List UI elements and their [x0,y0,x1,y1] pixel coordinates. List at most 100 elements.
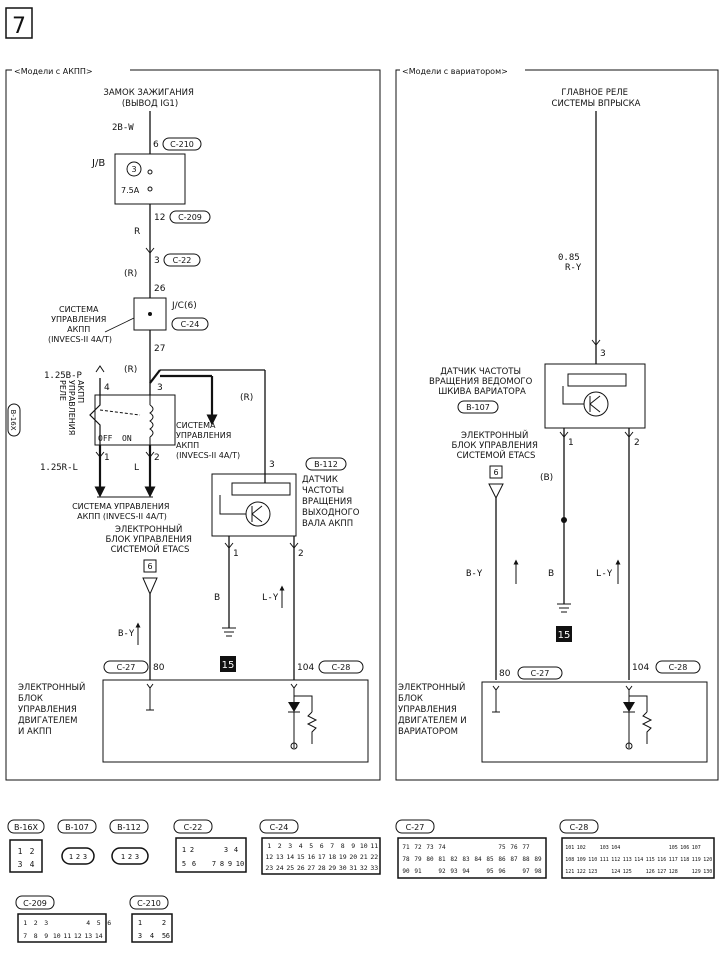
relay-label: РЕЛЕ УПРАВЛЕНИЯ АКПП [58,380,85,438]
c27-pin-80: 80 [426,856,434,863]
wire-b-y: B-Y [118,629,135,639]
svg-text:1: 1 [182,846,186,854]
c24-pin-4: 4 [299,842,303,850]
c209-pin-3: 3 [44,919,48,927]
c28-pin-115: 115 [646,857,655,863]
relay-on-label: ON [122,434,132,443]
c27-pin-76: 76 [510,844,518,851]
left-panel: <Модели с АКПП> ЗАМОК ЗАЖИГАНИЯ (ВЫВОД I… [5,64,381,781]
c27-pin-75: 75 [498,844,506,851]
pin-2b: 2 [298,549,304,559]
pin-3: 3 [154,256,160,266]
pin-1: 1 [104,453,110,463]
c24-pin-26: 26 [297,864,305,872]
c24-pin-6: 6 [320,842,324,850]
pin-3b: 3 [157,383,163,393]
c24-pin-13: 13 [276,853,284,861]
connector-b16x-ref: B-16X [9,409,17,430]
c24-pin-12: 12 [265,853,273,861]
connector-b112 [111,847,149,865]
trans-system-title: СИСТЕМА УПРАВЛЕНИЯ АКПП (INVECS-II 4A/T) [48,305,112,344]
connector-c28-ref: C-28 [332,663,351,672]
c27-pin-96: 96 [498,868,506,875]
connector-c22 [175,837,247,873]
driven-pulley-sensor-box [544,363,646,429]
etacs-title: ЭЛЕКТРОННЫЙ БЛОК УПРАВЛЕНИЯ СИСТЕМОЙ ETA… [105,523,194,555]
svg-text:10: 10 [236,860,244,868]
connector-c27 [397,837,547,879]
connector-c27-ref-right: C-27 [531,669,550,678]
right-panel-header: <Модели с вариатором> [402,67,508,76]
wire-l: L [134,463,139,473]
pin-6: 6 [153,140,159,150]
c28-pin-116: 116 [657,857,666,863]
connector-b112-ref: B-112 [314,460,338,469]
svg-text:1: 1 [121,853,125,861]
c27-pin-72: 72 [414,844,422,851]
legend-c24-label: C-24 [270,823,289,832]
wire-r: R [134,227,140,237]
c27-pin-88: 88 [522,856,530,863]
c24-pin-29: 29 [328,864,336,872]
c28-pin-120: 120 [703,857,712,863]
c24-pin-17: 17 [318,853,326,861]
c27-pin-89: 89 [534,856,542,863]
connector-b107-ref: B-107 [466,403,490,412]
c24-pin-11: 11 [370,842,378,850]
pin-104-right: 104 [632,663,649,673]
connector-c209 [17,913,107,943]
pin-2: 2 [154,453,160,463]
svg-text:9: 9 [228,860,232,868]
pin-12: 12 [154,213,165,223]
c24-pin-21: 21 [360,853,368,861]
connector-c28-ref-right: C-28 [669,663,688,672]
wire-b-right: B [548,569,554,579]
wire-l-y-right: L-Y [596,569,613,579]
ecu-box-right [481,681,708,763]
c27-pin-73: 73 [426,844,434,851]
c24-pin-5: 5 [309,842,313,850]
c24-pin-32: 32 [360,864,368,872]
output-sensor-title: ДАТЧИК ЧАСТОТЫ ВРАЩЕНИЯ ВЫХОДНОГО ВАЛА А… [302,475,362,529]
ecu-title: ЭЛЕКТРОННЫЙ БЛОК УПРАВЛЕНИЯ ДВИГАТЕЛЕМ И… [18,681,88,737]
c27-pin-87: 87 [510,856,518,863]
c28-pin-109: 109 [577,857,586,863]
connector-c24-ref: C-24 [181,320,200,329]
c24-pin-27: 27 [307,864,315,872]
c28-pin-110: 110 [588,857,597,863]
c24-pin-3: 3 [288,842,292,850]
c24-pin-14: 14 [286,853,294,861]
wire-125r-l: 1.25R-L [40,463,78,473]
c24-pin-28: 28 [318,864,326,872]
c28-pin-107: 107 [692,845,701,851]
svg-text:2: 2 [162,919,166,927]
c28-pin-101: 101 [565,845,574,851]
c27-pin-79: 79 [414,856,422,863]
jc-label: J/C(6) [171,301,197,311]
c28-pin-126: 126 [646,869,655,875]
c27-pin-95: 95 [486,868,494,875]
wire-b: B [214,593,220,603]
c28-pin-122: 122 [577,869,586,875]
c28-pin-125: 125 [623,869,632,875]
pin-80: 80 [153,663,165,673]
driven-pulley-sensor-title: ДАТЧИК ЧАСТОТЫ ВРАЩЕНИЯ ВЕДОМОГО ШКИВА В… [429,367,535,397]
svg-text:1: 1 [18,847,23,856]
svg-text:8: 8 [220,860,224,868]
right-panel-frame [395,69,719,781]
c24-pin-22: 22 [370,853,378,861]
right-panel: <Модели с вариатором> ГЛАВНОЕ РЕЛЕ СИСТЕ… [395,64,719,781]
connector-c27-ref: C-27 [117,663,136,672]
etacs-box: 6 [147,562,152,571]
wire-b-y-right: B-Y [466,569,483,579]
pin-104: 104 [297,663,314,673]
c27-pin-98: 98 [534,868,542,875]
c27-pin-78: 78 [402,856,410,863]
c24-pin-23: 23 [265,864,273,872]
ignition-title: ЗАМОК ЗАЖИГАНИЯ (ВЫВОД IG1) [103,88,196,109]
wire-size: 0.85 [558,253,580,263]
c28-pin-128: 128 [669,869,678,875]
wire-r-paren-2: (R) [124,365,137,375]
